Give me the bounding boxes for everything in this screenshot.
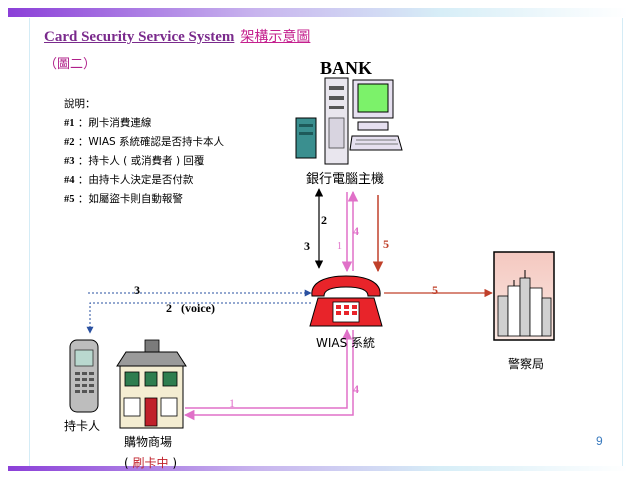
edge-label-5-down: 5 [383, 237, 389, 251]
note-item-4: #4 ：由持卡人決定是否付款 [64, 174, 194, 186]
edge-label-4-down: 4 [353, 224, 359, 238]
police-caption: 警察局 [508, 357, 545, 371]
title-english: Card Security Service System [44, 29, 235, 45]
store-wias-arrows [183, 328, 354, 421]
figure-subtitle: （圖二） [44, 57, 97, 72]
mobile-phone-icon [69, 339, 99, 413]
note-item-3: #3 ：持卡人 ( 或消費者 ) 回覆 [64, 155, 205, 167]
edge-label-5-police: 5 [432, 283, 438, 297]
right-rule [622, 18, 623, 466]
legend-notes: 說明： #1 ：刷卡消費連線 #2 ：WIAS 系統確認是否持卡本人 #3 ：持… [64, 95, 224, 209]
edge-label-1-up: 1 [337, 241, 342, 252]
edge-label-1-store: 1 [229, 396, 235, 410]
phone-wias-arrows [86, 289, 312, 334]
store-building-icon [116, 339, 187, 429]
notes-heading: 說明： [64, 98, 96, 110]
telephone-icon [309, 275, 383, 327]
edge-label-2-voice: 2 (voice) [166, 301, 215, 315]
bank-label: BANK [320, 58, 373, 78]
bank-caption: 銀行電腦主機 [306, 172, 385, 187]
cardholder-caption: 持卡人 [64, 419, 101, 433]
page-number: 9 [596, 434, 603, 448]
note-item-2: #2 ：WIAS 系統確認是否持卡本人 [64, 136, 225, 148]
store-caption: 購物商場 [124, 435, 173, 449]
wias-caption: WIAS 系統 [316, 336, 376, 350]
top-gradient-bar [8, 8, 628, 17]
store-status: ( 刷卡中 ) [124, 456, 178, 470]
note-item-5: #5 ：如屬盜卡則自動報警 [64, 193, 183, 205]
edge-label-3-phone: 3 [134, 283, 140, 297]
slide-title: Card Security Service System 架構示意圖 [44, 26, 310, 46]
police-building-icon [493, 251, 555, 341]
edge-label-3: 3 [304, 239, 310, 253]
left-rule [29, 18, 30, 466]
edge-label-4-store: 4 [353, 382, 359, 396]
title-chinese: 架構示意圖 [240, 29, 311, 45]
bank-computer-icon [295, 77, 403, 165]
edge-label-2: 2 [321, 213, 327, 227]
bottom-gradient-bar [8, 466, 628, 471]
note-item-1: #1 ：刷卡消費連線 [64, 117, 152, 129]
bank-wias-arrows [314, 188, 384, 273]
